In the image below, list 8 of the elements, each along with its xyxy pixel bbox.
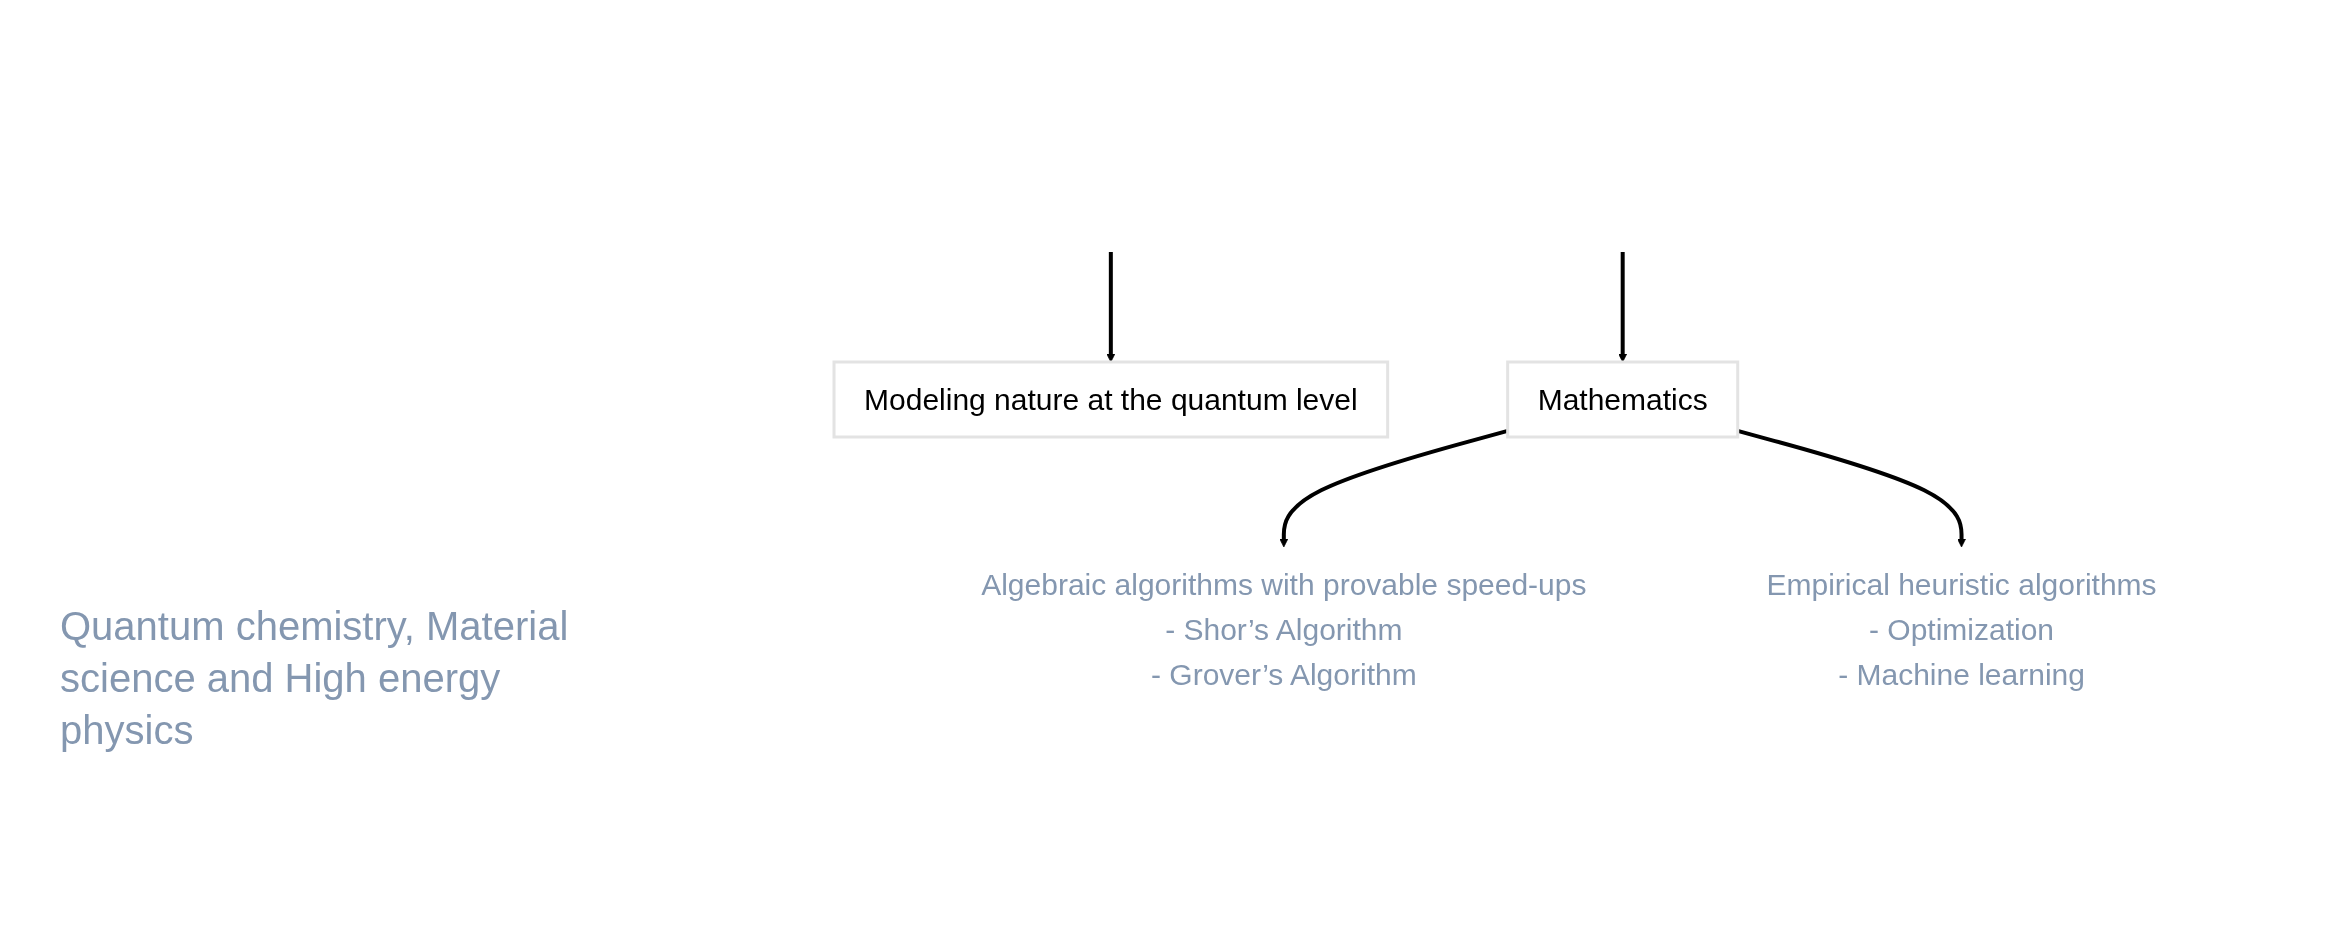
arrow [1279, 428, 1508, 548]
arrow [1617, 252, 1627, 363]
node-box: Mathematics [1505, 360, 1739, 439]
node-text: Algebraic algorithms with provable speed-ups - Shor’s Algorithm - Grover’s Algorithm [980, 567, 1587, 691]
node-text: Empirical heuristic algorithms - Optimization - Machine learning [1766, 567, 2157, 691]
node-box: Modeling nature at the quantum level [832, 360, 1389, 439]
arrow [1106, 252, 1115, 363]
description-text: Quantum chemistry, Material science and High energy physics [60, 603, 570, 754]
